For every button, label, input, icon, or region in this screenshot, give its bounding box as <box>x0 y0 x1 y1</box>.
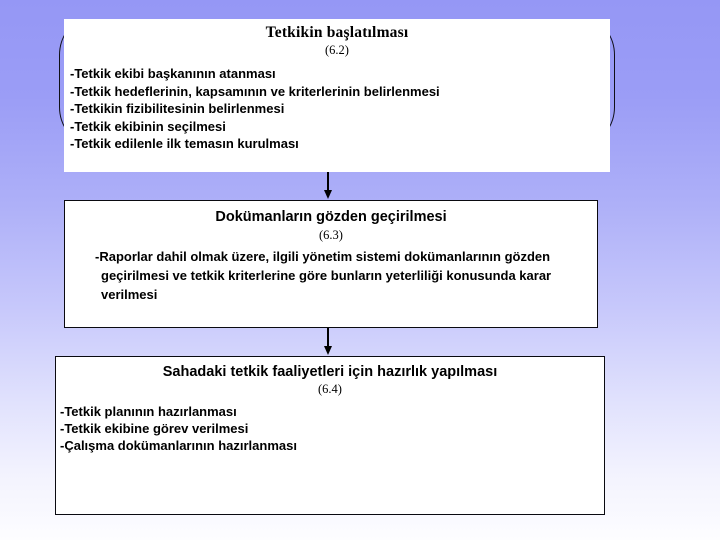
list-item: -Tetkik hedeflerinin, kapsamının ve krit… <box>70 83 440 99</box>
process-box-onsite-preparation[interactable]: Sahadaki tetkik faaliyetleri için hazırl… <box>55 356 605 515</box>
box-2-title: Dokümanların gözden geçirilmesi <box>215 209 447 225</box>
list-item: -Tetkik ekibi başkanının atanması <box>70 66 276 82</box>
box-2-paragraph: -Raporlar dahil olmak üzere, ilgili yöne… <box>95 249 552 303</box>
process-box-initiating-audit[interactable]: Tetkikin başlatılması (6.2) -Tetkik ekib… <box>64 19 610 172</box>
box-1-title: Tetkikin başlatılması <box>265 24 409 41</box>
list-item: -Tetkikin fizibilitesinin belirlenmesi <box>70 101 285 117</box>
process-box-document-review[interactable]: Dokümanların gözden geçirilmesi (6.3) -R… <box>64 200 598 328</box>
list-item: -Çalışma dokümanlarının hazırlanması <box>60 438 297 454</box>
box-3-section-number: (6.4) <box>318 382 342 397</box>
box-3-bullet-list: -Tetkik planının hazırlanması -Tetkik ek… <box>56 403 604 454</box>
box-1-section-number: (6.2) <box>325 43 349 58</box>
list-item: -Tetkik edilenle ilk temasın kurulması <box>70 136 299 152</box>
list-item: -Tetkik ekibine görev verilmesi <box>60 421 249 437</box>
box-2-section-number: (6.3) <box>319 228 343 243</box>
list-item: -Tetkik planının hazırlanması <box>60 404 237 420</box>
list-item: -Tetkik ekibinin seçilmesi <box>70 118 226 134</box>
connector-arrow-down-1 <box>321 172 335 200</box>
box-1-bullet-list: -Tetkik ekibi başkanının atanması -Tetki… <box>64 65 610 153</box>
connector-arrow-down-2 <box>321 328 335 356</box>
box-3-title: Sahadaki tetkik faaliyetleri için hazırl… <box>162 364 498 380</box>
